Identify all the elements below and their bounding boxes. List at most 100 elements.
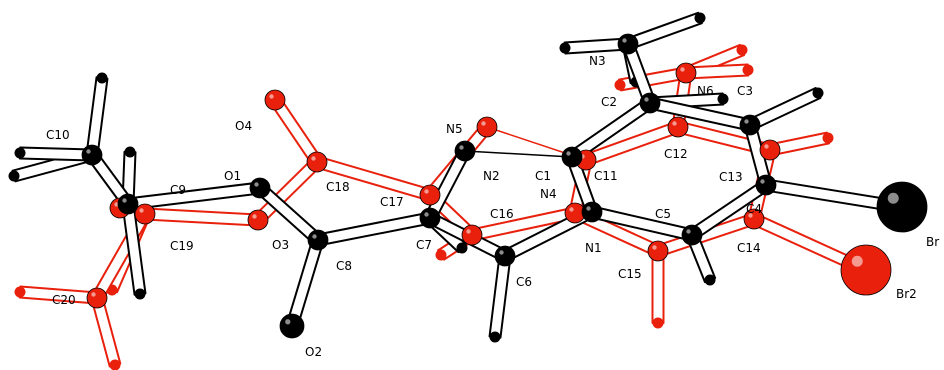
atom-c9 bbox=[117, 193, 139, 215]
bond-end-cap bbox=[124, 146, 136, 158]
atom-c15 bbox=[647, 240, 669, 262]
atom-highlight bbox=[887, 192, 899, 204]
bond-end-cap bbox=[652, 317, 664, 329]
atom-highlight bbox=[86, 149, 91, 154]
bond bbox=[651, 250, 665, 324]
bond-end-cap bbox=[812, 87, 824, 99]
label-c2: C2 bbox=[601, 95, 617, 109]
bond-end-cap bbox=[742, 64, 754, 76]
thin-bond bbox=[464, 150, 573, 158]
atom-highlight bbox=[680, 67, 685, 72]
label-c6: C6 bbox=[516, 275, 532, 289]
label-n5: N5 bbox=[446, 122, 463, 136]
atom-highlight bbox=[122, 198, 127, 203]
label-o4: O4 bbox=[235, 119, 252, 133]
label-c19: C19 bbox=[170, 239, 194, 253]
atom-c7 bbox=[419, 207, 441, 229]
bond-end-cap bbox=[96, 72, 108, 84]
label-c13: C13 bbox=[719, 170, 743, 184]
label-n1: N1 bbox=[585, 241, 602, 255]
atom-highlight bbox=[139, 208, 144, 213]
atom-c12 bbox=[667, 116, 689, 138]
atom-c2 bbox=[639, 92, 661, 114]
label-c10: C10 bbox=[46, 128, 70, 142]
atom-highlight bbox=[269, 94, 274, 99]
label-c8: C8 bbox=[336, 259, 352, 273]
label-c12: C12 bbox=[664, 147, 688, 161]
bond bbox=[85, 76, 109, 157]
atom-highlight bbox=[424, 212, 429, 217]
bond-end-cap bbox=[435, 249, 447, 261]
bond-end-cap bbox=[14, 147, 26, 159]
atom-c6 bbox=[494, 245, 516, 267]
atom-highlight bbox=[686, 229, 691, 234]
label-c1: C1 bbox=[535, 169, 551, 183]
atom-c17b bbox=[419, 184, 441, 206]
bond bbox=[18, 146, 94, 162]
atoms bbox=[81, 33, 928, 339]
atom-highlight bbox=[312, 234, 317, 239]
atom-n3 bbox=[617, 33, 639, 55]
atom-highlight bbox=[764, 144, 769, 149]
label-c14: C14 bbox=[737, 241, 761, 255]
atom-highlight bbox=[254, 182, 259, 187]
atom-n6 bbox=[675, 62, 697, 84]
atom-c10 bbox=[81, 144, 103, 166]
label-n2: N2 bbox=[483, 169, 500, 183]
label-br: Br bbox=[926, 235, 939, 249]
bond-end-cap bbox=[822, 132, 834, 144]
atom-c13 bbox=[759, 139, 781, 161]
bond bbox=[315, 211, 433, 247]
atom-highlight bbox=[481, 121, 486, 126]
atom-n5 bbox=[476, 116, 498, 138]
atom-n1 bbox=[581, 201, 603, 223]
bond-end-cap bbox=[704, 274, 716, 286]
label-o1: O1 bbox=[224, 169, 241, 183]
label-c5: C5 bbox=[655, 207, 671, 221]
bond-end-cap bbox=[614, 79, 626, 91]
atom-br2 bbox=[840, 244, 892, 296]
atom-highlight bbox=[285, 319, 291, 325]
atom-o4 bbox=[264, 89, 286, 111]
atom-highlight bbox=[114, 202, 119, 207]
atom-highlight bbox=[91, 292, 96, 297]
atom-c5 bbox=[681, 224, 703, 246]
atom-highlight bbox=[466, 229, 471, 234]
bond-end-cap bbox=[134, 288, 146, 300]
label-c18: C18 bbox=[326, 180, 350, 194]
label-o3: O3 bbox=[272, 238, 289, 252]
label-n3: N3 bbox=[589, 54, 606, 68]
label-c16: C16 bbox=[490, 207, 514, 221]
bond-end-cap bbox=[736, 44, 748, 56]
atom-br bbox=[876, 181, 928, 233]
bond-end-cap bbox=[456, 242, 468, 254]
atom-highlight bbox=[586, 206, 591, 211]
bond-end-cap bbox=[559, 42, 571, 54]
label-c4: C4 bbox=[746, 202, 762, 216]
atom-c20 bbox=[86, 287, 108, 309]
label-n4: N4 bbox=[540, 187, 557, 201]
bond-end-cap bbox=[694, 12, 706, 24]
label-c9: C9 bbox=[170, 183, 186, 197]
atom-highlight bbox=[569, 207, 574, 212]
atom-highlight bbox=[851, 255, 863, 267]
label-c11: C11 bbox=[594, 169, 618, 183]
atom-highlight bbox=[424, 189, 429, 194]
atom-n2 bbox=[454, 140, 476, 162]
atom-highlight bbox=[748, 213, 753, 218]
atom-highlight bbox=[566, 151, 571, 156]
bond bbox=[143, 207, 260, 227]
atom-highlight bbox=[744, 119, 749, 124]
atom-o2 bbox=[279, 313, 305, 339]
label-c7: C7 bbox=[416, 238, 432, 252]
atom-highlight bbox=[499, 250, 504, 255]
molecule-a-thin-bonds bbox=[464, 150, 573, 158]
label-c17: C17 bbox=[380, 195, 404, 209]
bond-end-cap bbox=[717, 93, 729, 105]
atom-c16 bbox=[461, 224, 483, 246]
atom-highlight bbox=[672, 121, 677, 126]
bond-end-cap bbox=[489, 331, 501, 343]
atom-c18 bbox=[306, 151, 328, 173]
label-o2: O2 bbox=[305, 345, 322, 359]
atom-highlight bbox=[252, 214, 257, 219]
